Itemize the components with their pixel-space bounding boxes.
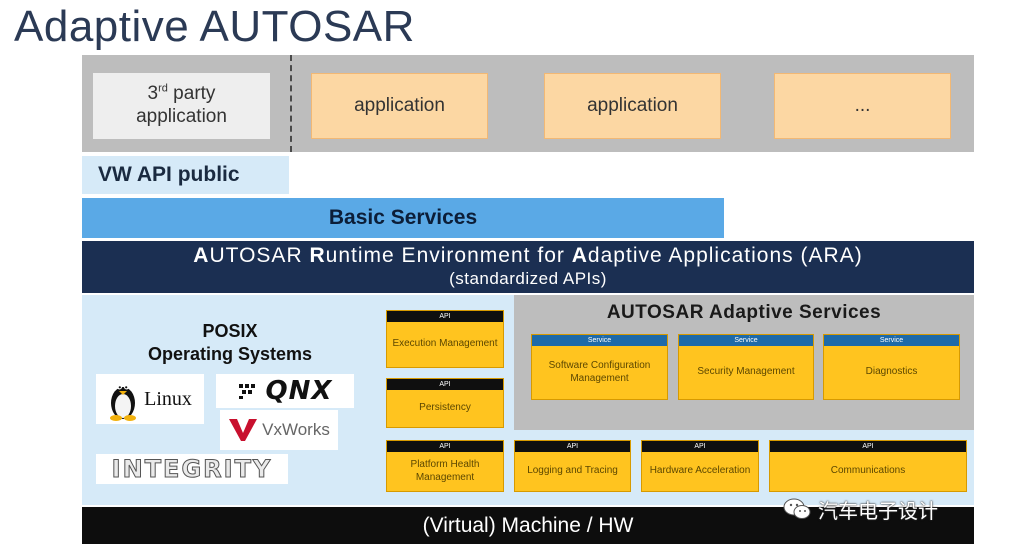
qnx-label: QNX xyxy=(265,376,333,406)
execution-management-box: API Execution Management xyxy=(386,310,504,368)
operating-systems-label: Operating Systems xyxy=(147,343,313,364)
integrity-logo: INTEGRITY xyxy=(96,454,288,484)
api-tag: API xyxy=(642,441,758,452)
tux-penguin-icon xyxy=(110,384,137,421)
vxworks-logo: VxWorks xyxy=(220,410,338,450)
wechat-icon xyxy=(783,498,811,519)
api-tag: API xyxy=(387,441,503,452)
hardware-acceleration-box: API Hardware Acceleration xyxy=(641,440,759,492)
adaptive-services-title: AUTOSAR Adaptive Services xyxy=(606,302,882,323)
logging-and-tracing-label: Logging and Tracing xyxy=(527,465,618,477)
application-box-1: application xyxy=(311,73,488,139)
api-tag: API xyxy=(387,379,503,390)
software-configuration-management-label: Software Configuration Management xyxy=(548,360,651,384)
vxworks-label: VxWorks xyxy=(262,420,330,439)
third-party-application-label: application xyxy=(136,106,227,128)
qnx-logo: QNX xyxy=(216,374,354,408)
application-box-more: ... xyxy=(774,73,951,139)
security-management-box: Service Security Management xyxy=(678,334,814,400)
api-tag: API xyxy=(515,441,630,452)
hardware-acceleration-label: Hardware Acceleration xyxy=(649,465,751,477)
page-title: Adaptive AUTOSAR xyxy=(14,2,415,51)
diagnostics-label: Diagnostics xyxy=(865,366,918,378)
communications-label: Communications xyxy=(830,465,906,477)
persistency-label: Persistency xyxy=(419,402,471,414)
basic-services-layer: Basic Services xyxy=(82,198,724,238)
third-party-label: 3rd party xyxy=(147,83,216,105)
diagnostics-box: Service Diagnostics xyxy=(823,334,960,400)
application-box-2: application xyxy=(544,73,721,139)
third-party-application-box: 3rd party application xyxy=(93,73,270,139)
service-tag: Service xyxy=(679,335,813,346)
ara-layer: AUTOSAR Runtime Environment for Adaptive… xyxy=(82,241,974,293)
watermark: 汽车电子设计 xyxy=(782,494,982,524)
vw-api-public-layer: VW API public xyxy=(82,156,289,194)
platform-health-management-label: Platform Health Management xyxy=(410,459,480,483)
persistency-box: API Persistency xyxy=(386,378,504,428)
platform-health-management-box: API Platform Health Management xyxy=(386,440,504,492)
service-tag: Service xyxy=(824,335,959,346)
ara-subtitle: (standardized APIs) xyxy=(449,269,607,288)
posix-label: POSIX xyxy=(202,321,258,341)
qnx-mark-icon xyxy=(238,384,255,399)
third-party-divider xyxy=(290,55,292,152)
logging-and-tracing-box: API Logging and Tracing xyxy=(514,440,631,492)
virtual-machine-hw-layer: (Virtual) Machine / HW xyxy=(82,507,974,544)
communications-box: API Communications xyxy=(769,440,967,492)
linux-logo: Linux xyxy=(96,374,204,424)
api-tag: API xyxy=(770,441,966,452)
linux-label: Linux xyxy=(144,387,192,410)
api-tag: API xyxy=(387,311,503,322)
ara-title: AUTOSAR Runtime Environment for Adaptive… xyxy=(193,244,863,267)
service-tag: Service xyxy=(532,335,667,346)
watermark-text: 汽车电子设计 xyxy=(818,498,938,523)
integrity-label: INTEGRITY xyxy=(111,455,273,484)
execution-management-label: Execution Management xyxy=(392,338,498,350)
posix-os-heading: POSIX Operating Systems xyxy=(110,320,350,365)
security-management-label: Security Management xyxy=(697,366,795,378)
windriver-mark-icon xyxy=(229,419,258,441)
software-configuration-management-box: Service Software Configuration Managemen… xyxy=(531,334,668,400)
